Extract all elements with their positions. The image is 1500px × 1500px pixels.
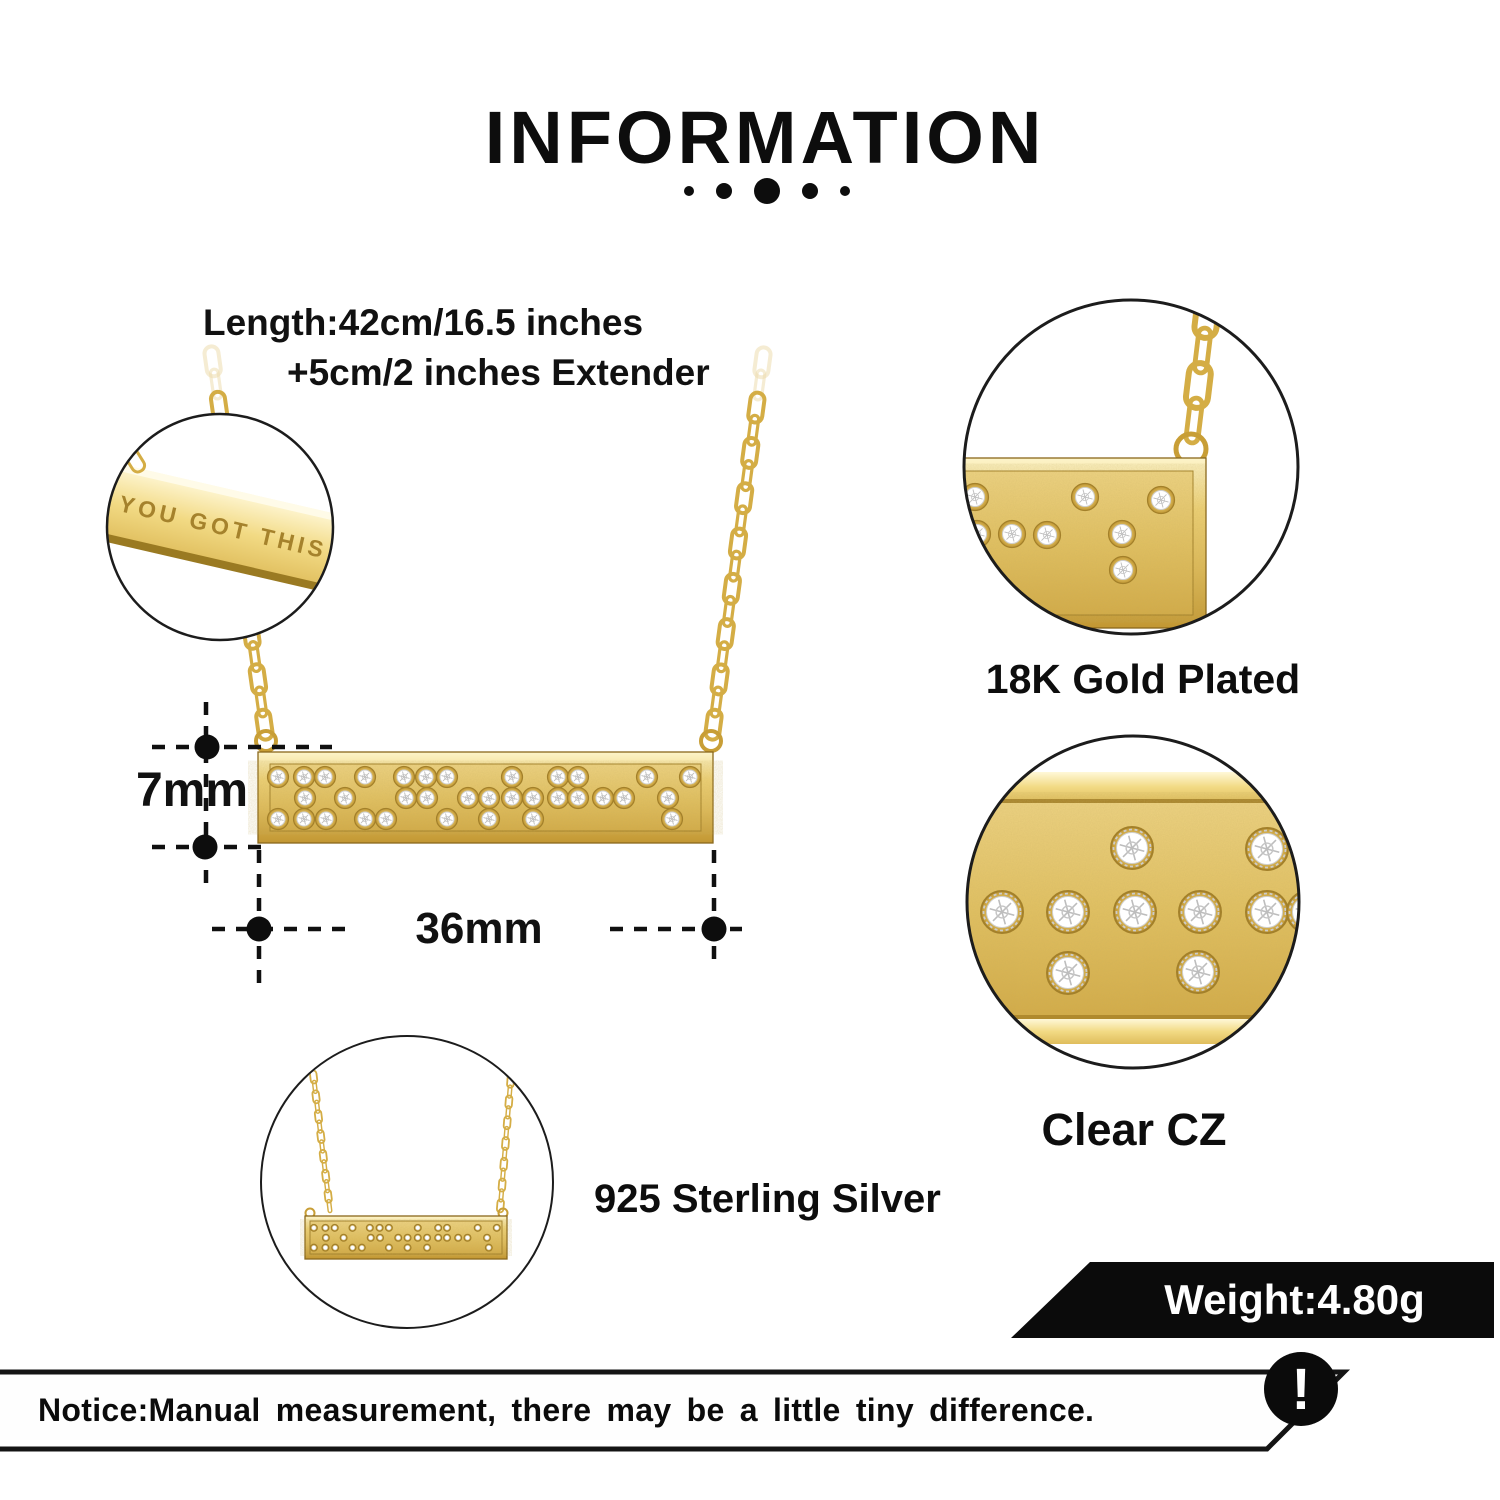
zoom-circle-full (304, 1069, 515, 1260)
width-measurement-label: 36mm (415, 904, 543, 953)
dimension-markers (152, 702, 742, 988)
length-note: Length:42cm/16.5 inches +5cm/2 inches Ex… (203, 298, 710, 398)
page-title: INFORMATION (484, 96, 1046, 179)
length-line-2: +5cm/2 inches Extender (287, 352, 710, 393)
divider-dot (716, 183, 732, 199)
height-measurement-label: 7mm (135, 764, 249, 817)
weight-banner-label: Weight:4.80g (1164, 1276, 1425, 1323)
divider-dot (802, 183, 818, 199)
title-divider-dots (0, 178, 1500, 204)
sterling-silver-label: 925 Sterling Silver (594, 1177, 941, 1221)
clear-cz-label: Clear CZ (1041, 1104, 1227, 1155)
divider-dot (840, 186, 850, 196)
weight-banner (1011, 1262, 1494, 1338)
divider-dot (754, 178, 780, 204)
notice-text: Notice:Manual measurement, there may be … (38, 1392, 1095, 1428)
alert-icon (1264, 1352, 1338, 1426)
alert-exclamation: ! (1291, 1357, 1310, 1422)
length-line-1: Length:42cm/16.5 inches (203, 302, 644, 343)
gold-plated-label: 18K Gold Plated (985, 656, 1301, 702)
divider-dot (684, 186, 694, 196)
pendant-bar (254, 729, 723, 844)
notice-ribbon (0, 1369, 1351, 1452)
